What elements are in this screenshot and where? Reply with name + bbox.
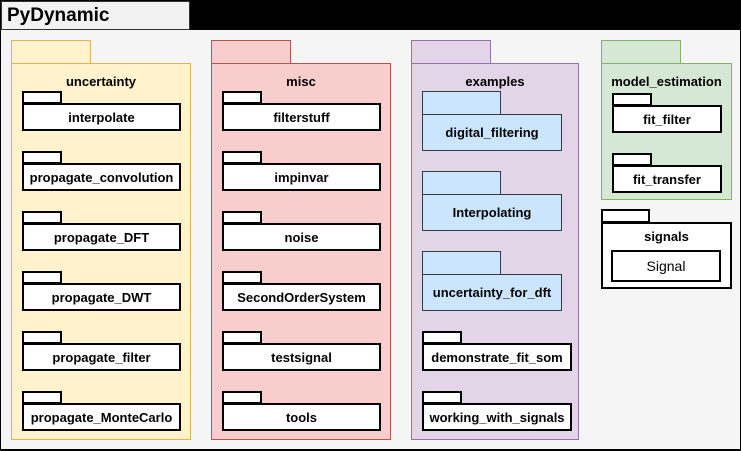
folder-body: uncertainty_for_dft [422,274,562,311]
folder-body: testsignal [222,343,381,371]
folder-body: propagate_DFT [22,223,181,251]
class-label: Signal [646,258,686,274]
package-title: signals [644,229,689,244]
folder-body: fit_transfer [612,165,722,193]
folder-body: impinvar [222,163,381,191]
subpackage-label: propagate_DFT [53,229,150,245]
subpackage-label: impinvar [274,169,329,185]
folder-body: fit_filter [612,105,722,133]
subpackage-label: uncertainty_for_dft [432,285,552,300]
folder-body: propagate_MonteCarlo [22,403,181,431]
title-black-bar [190,1,740,30]
folder-body: filterstuff [222,103,381,131]
subpackage-label: demonstrate_fit_som [431,349,563,365]
package-title: model_estimation [611,74,722,89]
folder-body: propagate_convolution [22,163,181,191]
folder-body: Interpolating [422,194,562,231]
folder-tab [211,40,291,64]
folder-body: noise [222,223,381,251]
folder-body: propagate_DWT [22,283,181,311]
subpackage-label: filterstuff [273,109,330,125]
subpackage-label: fit_transfer [633,171,701,187]
subpackage-label: fit_filter [643,111,691,127]
diagram-title-box: PyDynamic [1,1,190,30]
folder-tab [601,40,681,64]
folder-body: demonstrate_fit_som [422,343,572,371]
subpackage-label: testsignal [271,349,332,365]
subpackage-label: Interpolating [452,205,532,220]
package-title: examples [465,74,525,89]
package-title: misc [286,74,316,89]
folder-body: working_with_signals [422,403,572,431]
folder-body: tools [222,403,381,431]
package-title: uncertainty [65,74,137,89]
class-signal[interactable]: Signal [611,250,721,282]
folder-body: SecondOrderSystem [222,283,381,311]
folder-tab [422,91,501,115]
subpackage-label: propagate_MonteCarlo [30,409,173,425]
folder-tab [11,40,91,64]
folder-tab [601,209,650,223]
subpackage-label: SecondOrderSystem [237,289,366,305]
folder-body: interpolate [22,103,181,131]
subpackage-label: working_with_signals [429,409,565,425]
subpackage-label: tools [285,409,318,425]
folder-tab [422,251,501,275]
subpackage-label: propagate_DWT [51,289,152,305]
subpackage-label: noise [284,229,319,245]
diagram-title: PyDynamic [7,4,110,26]
subpackage-label: propagate_filter [52,349,151,365]
folder-body: digital_filtering [422,114,562,151]
subpackage-label: interpolate [68,109,135,125]
folder-tab [411,40,491,64]
folder-tab [422,171,501,195]
subpackage-label: digital_filtering [445,125,539,140]
folder-body: propagate_filter [22,343,181,371]
subpackage-label: propagate_convolution [29,169,174,185]
